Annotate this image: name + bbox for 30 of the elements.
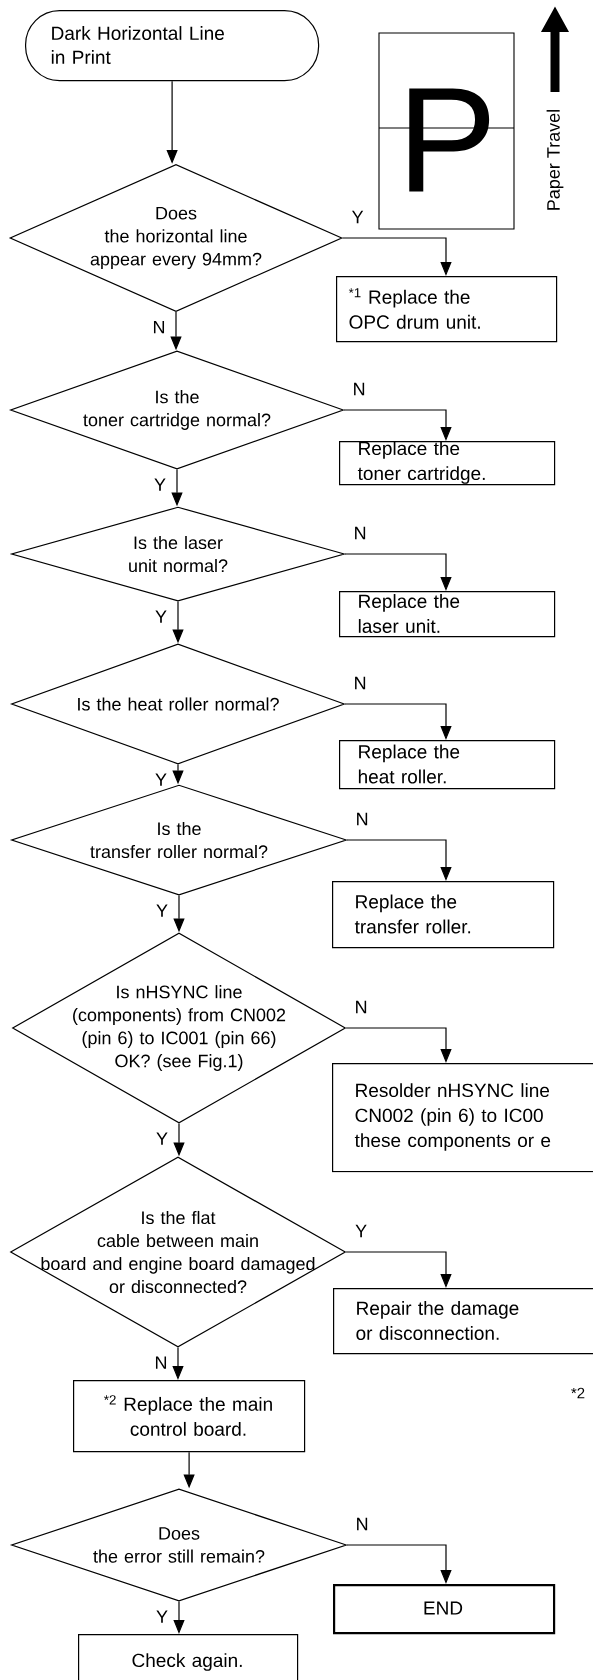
edge-label: N bbox=[153, 1355, 169, 1370]
edge-label: N bbox=[353, 999, 369, 1015]
edge-label: N bbox=[352, 525, 368, 541]
direction-label: Paper Travel bbox=[546, 110, 564, 210]
letter: P bbox=[409, 88, 490, 192]
edge-label: Y bbox=[350, 209, 365, 225]
process-box: Replace the toner cartridge. bbox=[339, 441, 556, 486]
edge-label: N bbox=[354, 1516, 370, 1532]
edge-label: N bbox=[354, 811, 370, 827]
edge-label: Y bbox=[155, 1131, 169, 1146]
process-box: $^{*2}$ Replace the main control board. bbox=[73, 1380, 306, 1453]
edge-label: N bbox=[352, 675, 368, 691]
edge-label: Y bbox=[153, 477, 167, 492]
process-box: Check again. bbox=[78, 1634, 299, 1680]
process-box: END bbox=[333, 1584, 556, 1635]
edge-label: N bbox=[351, 381, 367, 397]
process-box: $^{*1}$ Replace the OPC drum unit. bbox=[336, 276, 558, 343]
edge-label: Y bbox=[155, 1609, 169, 1624]
edge-label: Y bbox=[154, 609, 168, 624]
process-box: Resolder nHSYNC line CN002 (pin 6) to IC00 these components or e bbox=[332, 1063, 593, 1173]
start-terminal: Dark Horizontal Line in Print bbox=[25, 10, 320, 82]
edge-label: Y bbox=[354, 1223, 369, 1239]
footnote-mark: *2 bbox=[571, 1387, 585, 1399]
process-box: Repair the damage or disconnection. bbox=[333, 1288, 593, 1355]
process-box: Replace the heat roller. bbox=[339, 740, 556, 790]
process-box: Replace the laser unit. bbox=[339, 591, 556, 638]
process-box: Replace the transfer roller. bbox=[332, 881, 555, 949]
edge-label: Y bbox=[154, 772, 168, 787]
edge-label: Y bbox=[155, 903, 169, 918]
edge-label: N bbox=[151, 319, 167, 335]
